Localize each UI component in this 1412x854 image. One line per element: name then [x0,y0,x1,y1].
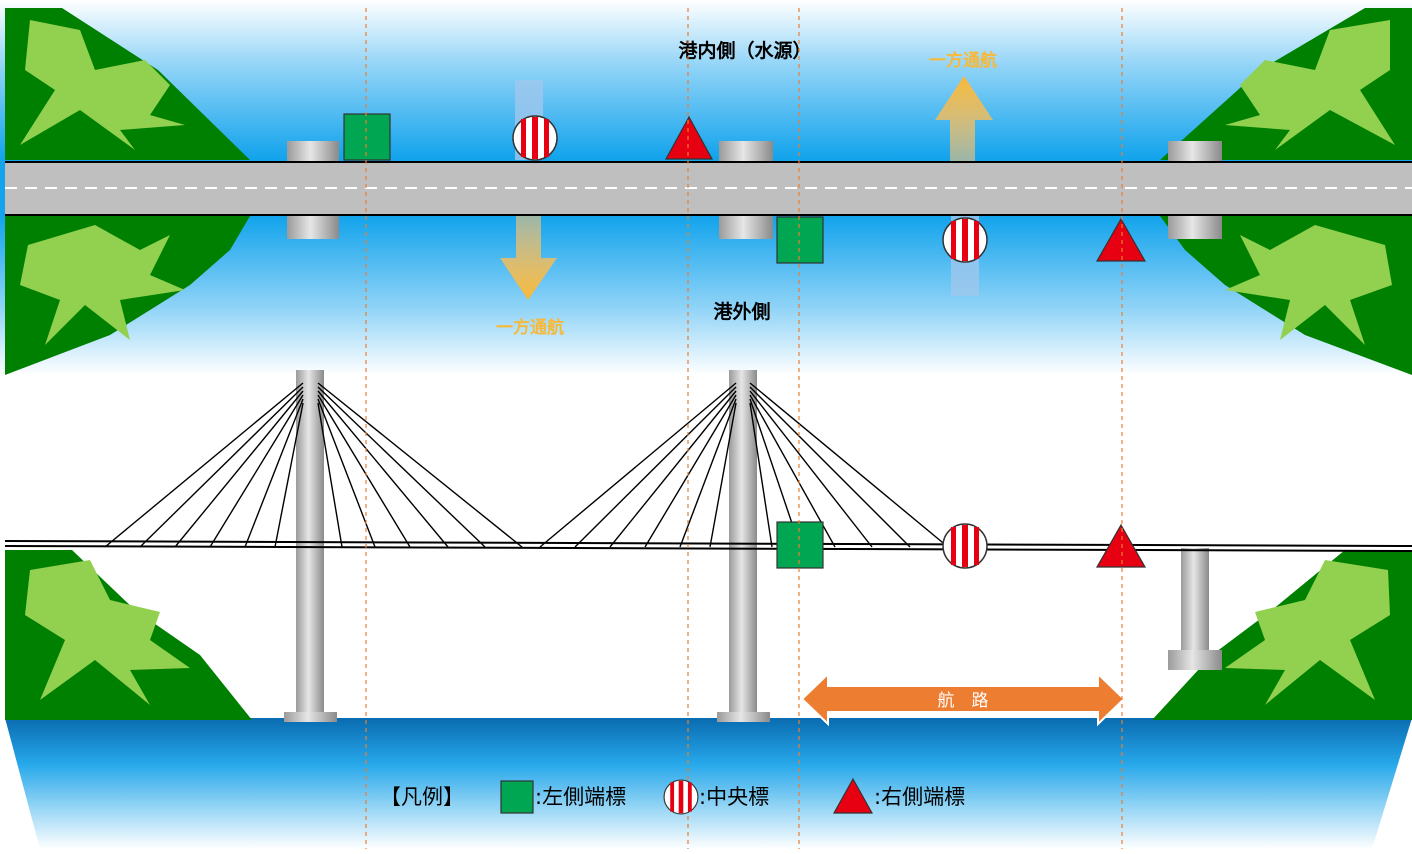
legend-right-mark-swatch [832,777,874,814]
center-mark [942,523,988,569]
legend-center-mark-text: :中央標 [699,785,769,809]
pier-cap [287,216,339,239]
one-way-arrow-down [500,216,557,300]
legend-left-mark-swatch [500,780,534,814]
island-top-right [1160,8,1412,160]
island-bottom-right [1160,216,1412,375]
legend-left-mark-text: :左側端標 [535,785,626,809]
one-way-label-lower: 一方通航 [496,317,564,338]
legend-title: 【凡例】 [380,785,464,809]
bridge-deck-plan [5,161,1412,216]
pier-cap [1168,141,1222,163]
right-mark [664,115,714,160]
left-mark [776,216,824,264]
center-mark [942,217,988,263]
right-mark [1095,217,1147,262]
one-way-label-upper: 一方通航 [929,50,997,71]
legend-right-mark-text: :右側端標 [874,785,965,809]
tower-center [717,370,770,722]
island-elevation-right [1152,550,1412,720]
island-top-left [5,8,250,160]
channel-arrow: 航 路 [800,671,1126,727]
island-bottom-left [5,216,250,375]
harbor-inside-label: 港内側（水源） [678,39,811,62]
legend-center-mark-swatch [663,779,699,815]
legend: 【凡例】 :左側端標 :中央標 :右側端標 [380,777,965,815]
stay-cables [104,382,949,548]
left-mark [776,521,824,569]
pier-cap [1168,216,1222,239]
pier-cap [287,141,339,163]
water-elevation [5,718,1412,849]
channel-label: 航 路 [938,691,989,711]
end-pier-right [1168,548,1222,670]
left-mark [343,113,391,161]
tower-left [284,370,337,722]
center-mark [512,115,558,161]
bridge-deck-elevation [4,540,1412,552]
pier-cap [719,216,773,239]
harbor-outside-label: 港外側 [713,300,770,323]
right-mark [1095,523,1147,568]
island-elevation-left [5,550,252,720]
pier-cap [719,141,773,163]
one-way-arrow-up [935,76,993,161]
